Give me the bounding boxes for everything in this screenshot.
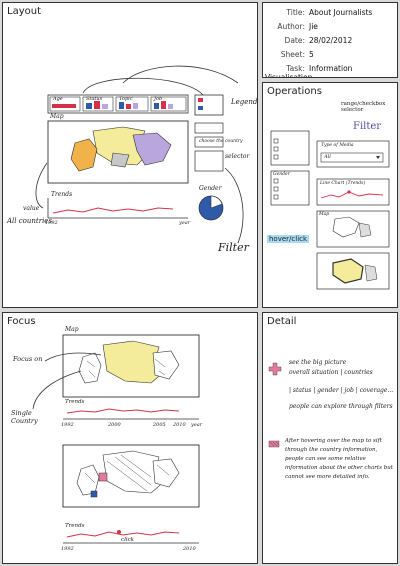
layout-year-start: 1992 [45, 220, 58, 226]
layout-country-label: choose the country [199, 139, 243, 144]
meta-author: Jie [309, 22, 318, 31]
meta-sheet: 5 [309, 50, 314, 59]
operations-gender-label: Gender [273, 172, 290, 177]
operations-selector-label: range/checkbox selector [341, 101, 386, 113]
focus-focus-on-label: Focus on [13, 355, 43, 363]
layout-chart-label-1: Status [86, 96, 103, 102]
layout-chart-label-3: Job [154, 96, 163, 102]
detail-panel: Detail see the big picture overall situa… [262, 312, 398, 564]
layout-map-label: Map [50, 113, 64, 120]
focus-year-1b: 1992 [61, 546, 74, 552]
focus-panel-title: Focus [7, 316, 36, 327]
layout-panel: Layout Legen [2, 2, 258, 308]
layout-legend-label: Legend [231, 98, 258, 106]
layout-chart-label-0: Age [53, 96, 63, 102]
operations-hover-highlight: hover/click [267, 235, 310, 243]
detail-bar-icon [268, 440, 280, 448]
layout-sketch [35, 65, 244, 244]
focus-sketch [32, 334, 200, 544]
layout-chart-label-2: Topic [119, 96, 133, 102]
meta-key-title: Title: [286, 8, 305, 17]
layout-panel-title: Layout [7, 6, 41, 17]
detail-paragraph: After hovering over the map to sift thro… [285, 438, 393, 480]
operations-map-label: Map [319, 212, 330, 217]
layout-year-end: year [179, 220, 191, 226]
focus-panel: Focus Map Focus on Single Country Trends… [2, 312, 258, 564]
operations-dropdown[interactable]: All [324, 154, 331, 160]
operations-filter-label: Filter [353, 121, 382, 132]
layout-trends-label: Trends [51, 191, 73, 198]
meta-title: About Journalists [309, 8, 373, 17]
layout-selector-label: selector [225, 153, 250, 160]
operations-type-of-media-label: Type of Media [321, 143, 354, 148]
focus-year-4b: 2010 [183, 546, 196, 552]
focus-year-2: 2000 [108, 422, 121, 428]
layout-gender-label: Gender [199, 185, 222, 192]
operations-line-chart-label: Line Chart (Trends) [320, 181, 366, 186]
detail-panel-title: Detail [267, 316, 297, 327]
focus-trends-label-1: Trends [65, 399, 85, 405]
operations-panel-title: Operations [267, 86, 322, 97]
focus-single-country-label: Single Country [11, 409, 38, 425]
focus-year-end: year [191, 422, 203, 428]
meta-key-date: Date: [284, 36, 305, 45]
focus-click-label: click [121, 537, 135, 543]
meta-key-author: Author: [277, 22, 305, 31]
operations-hover-label: hover/click [267, 235, 310, 243]
focus-trends-label-2: Trends [65, 523, 85, 529]
layout-filter-label: Filter [218, 241, 249, 254]
detail-line-3: | status | gender | job | coverage... [289, 387, 394, 394]
detail-line-2: overall situation | countries [289, 369, 373, 376]
focus-year-1: 1992 [61, 422, 74, 428]
focus-map-label: Map [65, 326, 79, 333]
meta-key-task: Task: [286, 64, 305, 73]
detail-line-4: people can explore through filters [289, 403, 393, 410]
meta-task: Information Visualisation [265, 64, 353, 78]
meta-key-sheet: Sheet: [280, 50, 305, 59]
operations-panel: Operations range/checkbox selector Filte… [262, 82, 398, 308]
focus-year-3: 2005 [153, 422, 166, 428]
detail-sketch [268, 362, 282, 448]
detail-cross-icon [268, 362, 282, 376]
operations-sketch [270, 130, 390, 290]
layout-all-countries-label: All countries [7, 217, 53, 225]
meta-date: 28/02/2012 [309, 36, 353, 45]
focus-year-4: 2010 [173, 422, 186, 428]
detail-line-1: see the big picture [289, 359, 347, 366]
layout-value-label: value [23, 205, 40, 212]
meta-panel: Title: About Journalists Author: Jie Date:… [262, 2, 398, 78]
